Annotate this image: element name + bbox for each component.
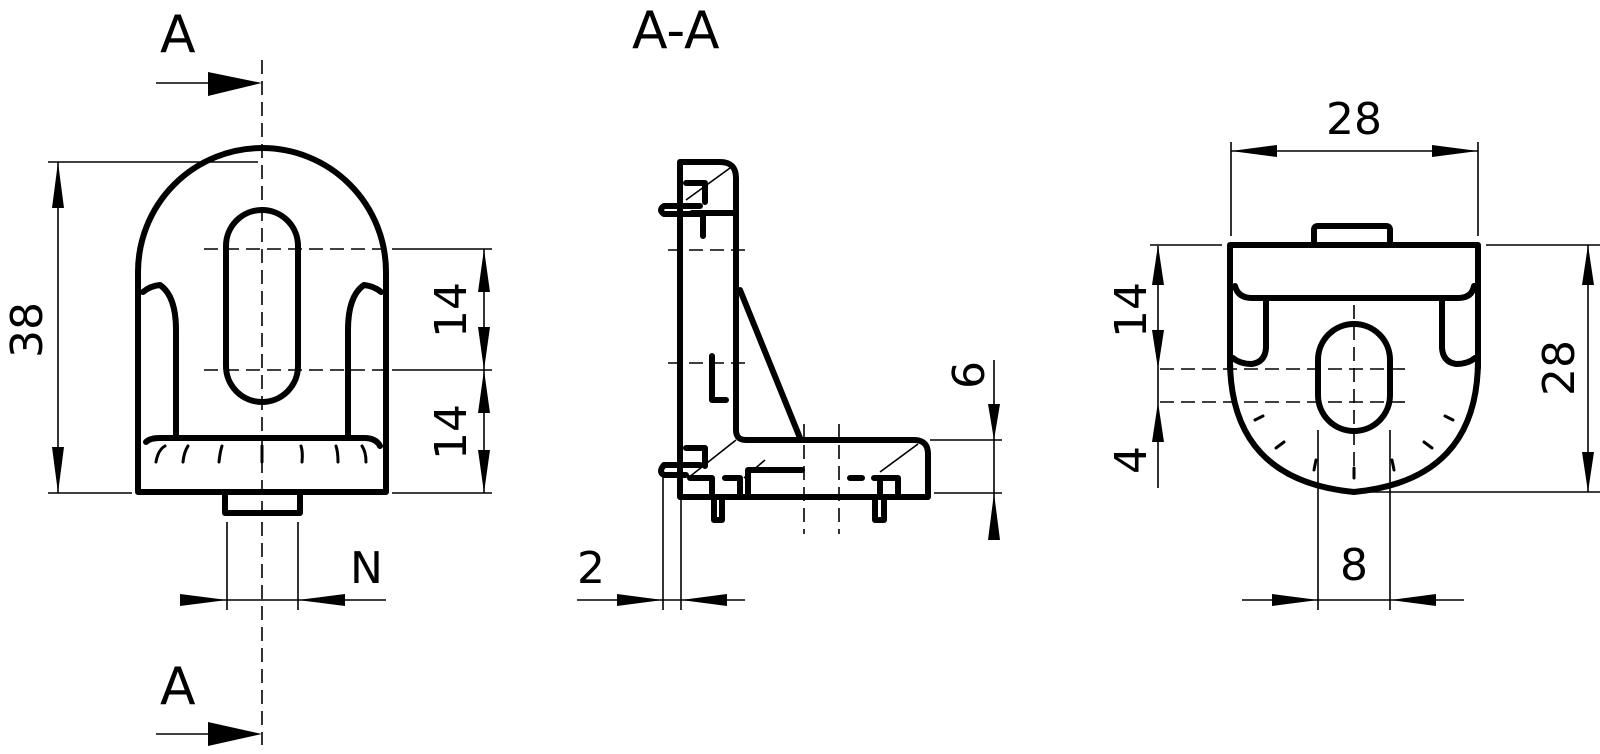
section-arrow-top: [156, 72, 262, 96]
body-outline: [135, 145, 389, 495]
svg-text:6: 6: [944, 361, 995, 389]
rounded-bottom: [1227, 357, 1481, 495]
svg-text:14: 14: [1106, 282, 1157, 338]
svg-text:14: 14: [426, 282, 477, 338]
dim-side-height: 28: [1370, 244, 1600, 493]
svg-text:38: 38: [2, 302, 53, 358]
side-view: 28 28 14 4 8: [1106, 94, 1600, 610]
dim-wall-thickness: 2: [577, 470, 745, 610]
dim-slot-width: 8: [1242, 430, 1464, 610]
bottom-tab: [222, 490, 303, 516]
svg-text:2: 2: [577, 543, 605, 594]
top-tab: [1311, 223, 1393, 248]
oval-slot: [1315, 321, 1393, 434]
front-view: A A: [2, 5, 492, 746]
svg-text:28: 28: [1534, 340, 1585, 396]
svg-text:N: N: [350, 543, 383, 594]
dim-slot-width-n: N: [180, 522, 386, 610]
section-marker-bottom: A: [160, 657, 196, 717]
dim-slot-spans: 14 14: [392, 248, 492, 494]
dim-side-left: 14 4: [1106, 244, 1222, 488]
right-leg: [1439, 297, 1478, 367]
right-inner-wall: [345, 282, 384, 441]
svg-text:8: 8: [1340, 540, 1368, 591]
side-outline: [1227, 242, 1481, 371]
dim-side-width: 28: [1230, 94, 1479, 236]
support-rib: [737, 287, 803, 441]
dim-base-thickness: 6: [930, 360, 1002, 540]
section-marker-top: A: [160, 5, 196, 65]
dim-overall-height: 38: [2, 161, 258, 494]
top-clip: [658, 180, 708, 239]
svg-text:28: 28: [1326, 94, 1382, 145]
center-slot: [223, 207, 301, 405]
l-profile-outline: [677, 159, 931, 500]
base-internals: [687, 467, 805, 500]
grip-ridges: [154, 444, 368, 464]
svg-text:4: 4: [1106, 446, 1157, 474]
lower-clip: [658, 445, 708, 478]
section-title: A-A: [632, 1, 720, 61]
left-leg: [1230, 297, 1269, 367]
base-band: [143, 435, 383, 449]
section-arrow-bottom: [156, 722, 262, 746]
section-view: A-A 2: [577, 1, 1002, 610]
svg-text:14: 14: [426, 404, 477, 460]
left-inner-wall: [140, 282, 179, 441]
